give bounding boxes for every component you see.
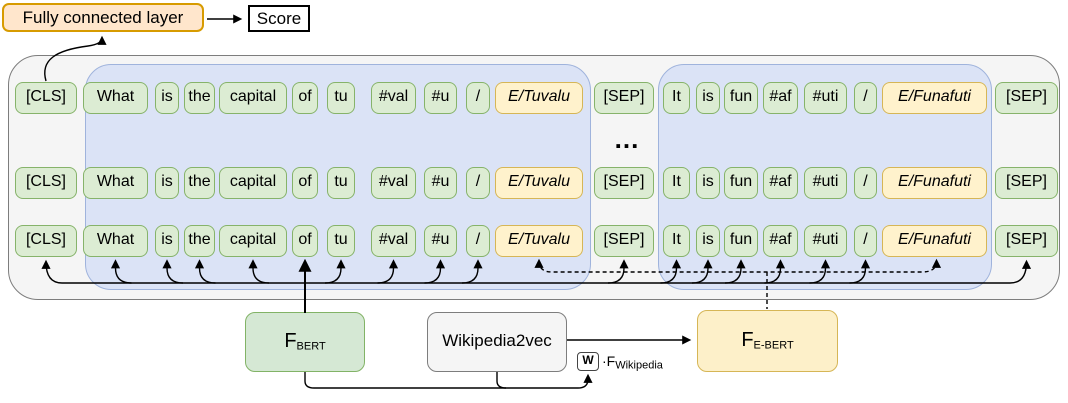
- token-tu: tu: [327, 167, 355, 199]
- token-tu: tu: [327, 225, 355, 257]
- token-the: the: [184, 82, 215, 114]
- fully-connected-layer-box: Fully connected layer: [2, 3, 204, 32]
- token-u: #u: [424, 225, 457, 257]
- wikipedia2vec-box: Wikipedia2vec: [427, 312, 567, 372]
- wikipedia2vec-bottom-join-line: [496, 372, 507, 389]
- token-what: What: [83, 82, 148, 114]
- token-slash: /: [854, 82, 877, 114]
- token-sep: [SEP]: [995, 167, 1058, 199]
- token-the: the: [184, 225, 215, 257]
- token-af: #af: [763, 225, 798, 257]
- token-slash: /: [854, 167, 877, 199]
- f-bert-label: FBERT: [284, 330, 326, 353]
- token-sep: [SEP]: [995, 225, 1058, 257]
- layers-ellipsis: ...: [614, 124, 640, 154]
- token-of: of: [292, 82, 318, 114]
- score-box: Score: [248, 5, 310, 32]
- token-af: #af: [763, 82, 798, 114]
- token-is: is: [696, 82, 720, 114]
- token-slash: /: [466, 167, 490, 199]
- token-uti: #uti: [804, 225, 847, 257]
- f-ebert-label: FE-BERT: [741, 329, 794, 352]
- token-is: is: [155, 225, 179, 257]
- token-is: is: [155, 82, 179, 114]
- token-capital: capital: [219, 225, 287, 257]
- token-fun: fun: [724, 82, 758, 114]
- token-capital: capital: [219, 82, 287, 114]
- token-slash: /: [854, 225, 877, 257]
- token-slash: /: [466, 225, 490, 257]
- token-uti: #uti: [804, 82, 847, 114]
- token-sep: [SEP]: [594, 82, 654, 114]
- f-bert-bottom-to-w-arrow: [304, 372, 593, 389]
- token-is: is: [155, 167, 179, 199]
- token-sep: [SEP]: [995, 82, 1058, 114]
- token-capital: capital: [219, 167, 287, 199]
- token-it: It: [663, 82, 690, 114]
- token-etuvalu: E/Tuvalu: [495, 225, 583, 257]
- token-fun: fun: [724, 225, 758, 257]
- token-sep: [SEP]: [594, 225, 654, 257]
- token-slash: /: [466, 82, 490, 114]
- token-cls: [CLS]: [15, 225, 77, 257]
- token-etuvalu: E/Tuvalu: [495, 82, 583, 114]
- token-it: It: [663, 225, 690, 257]
- f-ebert-box: FE-BERT: [697, 310, 838, 372]
- token-the: the: [184, 167, 215, 199]
- token-u: #u: [424, 167, 457, 199]
- token-val: #val: [371, 82, 416, 114]
- token-u: #u: [424, 82, 457, 114]
- token-it: It: [663, 167, 690, 199]
- token-etuvalu: E/Tuvalu: [495, 167, 583, 199]
- token-efunafuti: E/Funafuti: [882, 82, 987, 114]
- token-uti: #uti: [804, 167, 847, 199]
- w-matrix-box: W: [577, 352, 599, 371]
- token-fun: fun: [724, 167, 758, 199]
- token-is: is: [696, 167, 720, 199]
- token-of: of: [292, 225, 318, 257]
- w-product-label: ·FWikipedia: [602, 353, 663, 372]
- token-is: is: [696, 225, 720, 257]
- token-val: #val: [371, 167, 416, 199]
- token-what: What: [83, 167, 148, 199]
- token-af: #af: [763, 167, 798, 199]
- token-of: of: [292, 167, 318, 199]
- token-val: #val: [371, 225, 416, 257]
- token-tu: tu: [327, 82, 355, 114]
- token-cls: [CLS]: [15, 167, 77, 199]
- token-efunafuti: E/Funafuti: [882, 167, 987, 199]
- f-bert-box: FBERT: [245, 312, 365, 372]
- token-sep: [SEP]: [594, 167, 654, 199]
- token-cls: [CLS]: [15, 82, 77, 114]
- token-what: What: [83, 225, 148, 257]
- token-efunafuti: E/Funafuti: [882, 225, 987, 257]
